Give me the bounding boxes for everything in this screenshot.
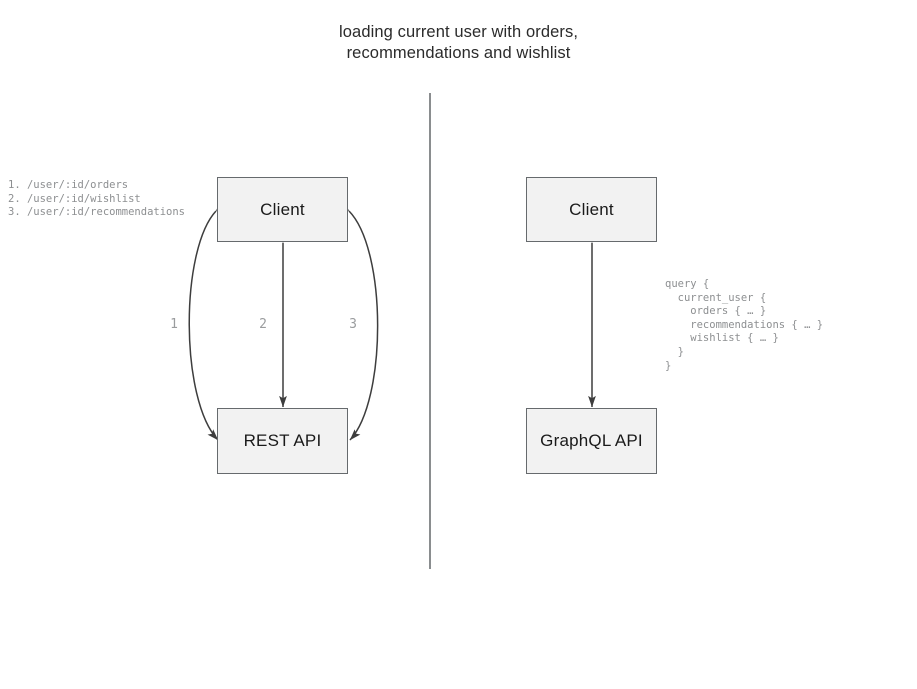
page-title: loading current user with orders, recomm… xyxy=(0,22,917,64)
graphql-client-node-label: Client xyxy=(569,199,614,219)
rest-edge-label-2: 2 xyxy=(259,317,267,332)
graphql-api-node-label: GraphQL API xyxy=(540,431,643,450)
rest-endpoint-list: 1. /user/:id/orders 2. /user/:id/wishlis… xyxy=(8,179,186,219)
page-title-line-1: loading current user with orders, xyxy=(339,23,578,41)
graphql-client-node[interactable]: Client xyxy=(526,177,657,242)
page-title-line-2: recommendations and wishlist xyxy=(346,44,571,62)
rest-client-node-label: Client xyxy=(260,199,305,219)
rest-edge-1-arrow xyxy=(188,200,227,441)
rest-api-node[interactable]: REST API xyxy=(217,408,348,474)
rest-edge-label-1: 1 xyxy=(170,317,178,332)
graphql-api-node[interactable]: GraphQL API xyxy=(526,408,657,474)
graphql-query-block: query { current_user { orders { … } reco… xyxy=(665,278,824,372)
rest-client-node[interactable]: Client xyxy=(217,177,348,242)
rest-edge-label-3: 3 xyxy=(349,317,357,332)
rest-api-node-label: REST API xyxy=(243,431,322,450)
center-divider xyxy=(429,93,431,569)
